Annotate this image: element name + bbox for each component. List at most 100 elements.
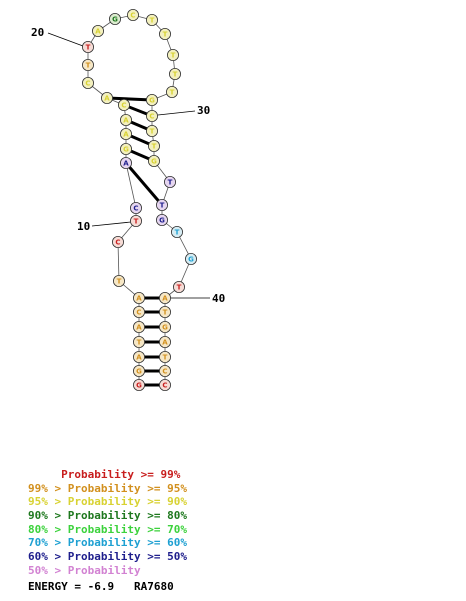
nucleotide-circle [145,94,158,107]
nucleotide-letter: A [123,160,129,168]
nucleotide-circle [112,235,125,248]
probability-legend: Probability >= 99%99% > Probability >= 9… [28,468,187,578]
nucleotide: C [112,235,125,248]
nucleotide: G [132,364,145,377]
nucleotide-circle [158,335,171,348]
nucleotide-letter: T [86,62,91,70]
nucleotide-circle [120,127,133,140]
nucleotide-letter: T [160,202,165,210]
nucleotide: T [155,198,168,211]
nucleotide: C [158,378,171,391]
nucleotide: T [113,274,126,287]
nucleotide-circle [158,291,171,304]
nucleotide-letter: C [130,12,135,20]
nucleotide-letter: C [121,102,126,110]
nucleotide: A [132,320,145,333]
nucleotide-circle [166,49,179,62]
nucleotide: C [145,110,158,123]
nucleotide-letter: A [95,28,101,36]
position-labels: 10 20 30 40 [31,26,225,305]
nucleotide-circle [132,320,145,333]
nucleotide-letter: C [162,382,167,390]
nucleotide-circle [163,175,176,188]
nucleotide: G [109,12,122,25]
position-label: 10 [77,220,90,233]
base-pair-bond [106,96,153,102]
nucleotide: A [120,127,133,140]
nucleotide-circle [158,350,171,363]
nucleotide-letter: T [152,143,157,151]
nucleotide: A [120,114,133,127]
nucleotide-letter: G [136,382,142,390]
nucleotide-circle [92,24,105,37]
nucleotide-letter: T [134,218,139,226]
nucleotide: G [145,94,158,107]
nucleotide-letter: A [136,354,142,362]
nucleotide: A [101,92,114,105]
nucleotide-circle [165,86,178,99]
position-label: 40 [212,292,225,305]
nucleotide: T [145,125,158,138]
nucleotide: G [147,154,160,167]
nucleotide-letter: A [162,295,168,303]
nucleotide-letter: T [117,278,122,286]
nucleotide-letter: G [112,16,118,24]
nucleotide-circle [170,225,183,238]
nucleotide-circle [120,156,133,169]
nucleotide: T [166,49,179,62]
position-label: 20 [31,26,44,39]
nucleotide-circle [101,92,114,105]
nucleotide-letter: A [104,95,110,103]
nucleotide-letter: T [163,354,168,362]
position-label-leader [91,221,132,227]
nucleotide-letter: A [136,324,142,332]
nucleotide-circle [82,77,95,90]
nucleotide-circle [147,139,160,152]
nucleotide: T [172,280,185,293]
legend-row: 90% > Probability >= 80% [28,509,187,523]
legend-row: Probability >= 99% [28,468,181,481]
nucleotide-letter: C [115,239,120,247]
nucleotide: A [92,24,105,37]
nucleotide-letter: G [151,158,157,166]
base-pair-bond [124,162,164,206]
nucleotide-letter: A [162,339,168,347]
nucleotide-letter: C [162,368,167,376]
nucleotide-circle [184,252,197,265]
nucleotide: C [132,305,145,318]
nucleotide-circle [172,280,185,293]
nucleotide-letter: C [149,113,154,121]
nucleotide-circle [132,364,145,377]
backbone-segment [117,241,120,282]
nucleotide: C [118,99,131,112]
position-label: 30 [197,104,210,117]
nucleotide: C [129,201,142,214]
legend-row: 60% > Probability >= 50% [28,550,187,564]
position-label-leader [47,32,84,47]
nucleotide-letter: T [175,229,180,237]
nucleotide-letter: A [136,295,142,303]
nucleotide: G [158,320,171,333]
nucleotide-circle [158,320,171,333]
nucleotide-letter: T [171,52,176,60]
nucleotide-letter: T [137,339,142,347]
nucleotide-letter: G [162,324,168,332]
nucleotide-letter: G [149,97,155,105]
nucleotide: T [168,68,181,81]
nucleotide: T [170,225,183,238]
nucleotide: T [147,139,160,152]
nucleotide: T [158,305,171,318]
nucleotide-letter: T [163,31,168,39]
nucleotide-circle [82,41,95,54]
nucleotide-letter: T [168,179,173,187]
nucleotide-circle [158,305,171,318]
nucleotide: T [82,41,95,54]
legend-row: 50% > Probability [28,563,141,577]
nucleotide-circle [132,378,145,391]
nucleotide-letter: T [163,309,168,317]
nucleotide-letter: T [150,17,155,25]
nucleotide: T [145,13,158,26]
nucleotide-circle [132,305,145,318]
